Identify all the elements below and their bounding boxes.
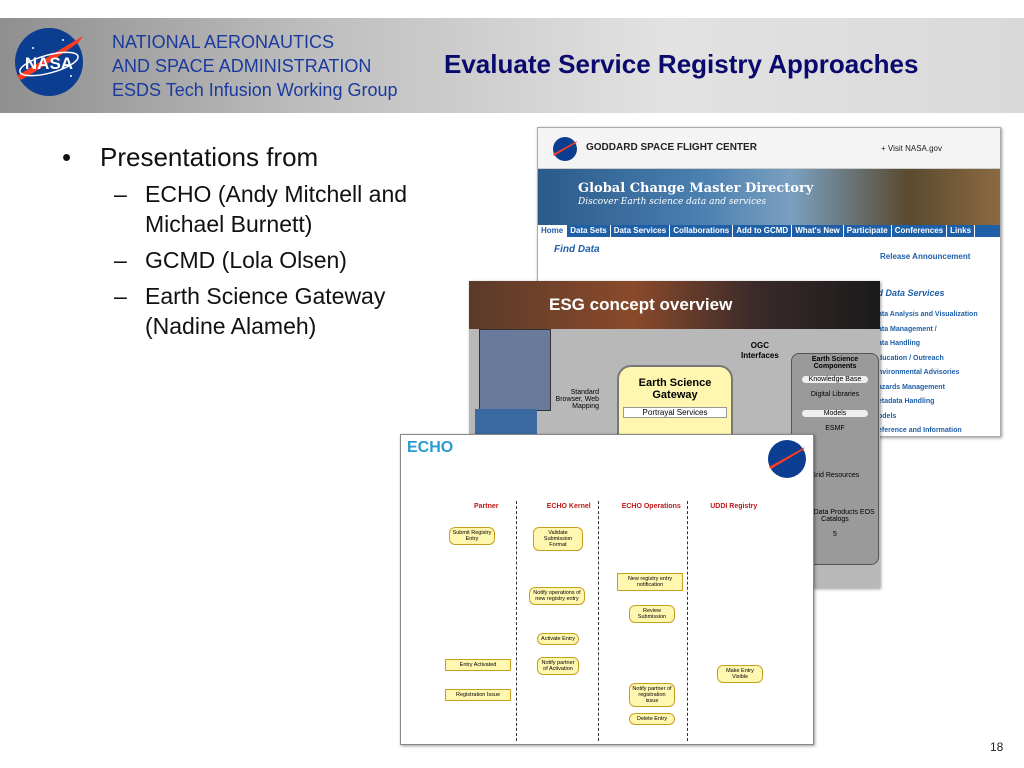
sub-bullet: –ECHO (Andy Mitchell and Michael Burnett… <box>114 181 408 237</box>
gcmd-service-link[interactable]: etadata Handling <box>878 398 935 405</box>
esg-ogc: OGC <box>750 341 770 350</box>
gcmd-nav-item[interactable]: Conferences <box>892 225 948 237</box>
gcmd-nav-item[interactable]: Home <box>538 225 568 237</box>
esg-gateway-label: Earth Science Gateway <box>638 377 712 401</box>
esg-portrayal: Portrayal Services <box>623 407 727 418</box>
org-line-2: AND SPACE ADMINISTRATION <box>112 56 372 76</box>
echo-box: Make Entry Visible <box>717 665 763 683</box>
gcmd-topbar: GODDARD SPACE FLIGHT CENTER + Visit NASA… <box>538 128 1000 169</box>
echo-box: Activate Entry <box>537 633 579 645</box>
esg-ogc-interfaces: Interfaces <box>741 351 779 360</box>
esg-page-number: 5 <box>833 531 837 538</box>
echo-box: Review Submission <box>629 605 675 623</box>
gcmd-data-services: nd Data Services <box>872 288 945 298</box>
gcmd-nav-item[interactable]: What's New <box>792 225 844 237</box>
echo-lane-divider <box>598 501 599 741</box>
gcmd-gsfc: GODDARD SPACE FLIGHT CENTER <box>586 142 757 153</box>
echo-lane-divider <box>516 501 517 741</box>
gcmd-nav: Home Data Sets Data Services Collaborati… <box>538 225 1000 237</box>
echo-box: New registry entry notification <box>617 573 683 591</box>
sub-bullet-text: GCMD (Lola Olsen) <box>145 247 347 273</box>
echo-box: Delete Entry <box>629 713 675 725</box>
esg-header: ESG concept overview <box>469 281 880 329</box>
gcmd-service-link[interactable]: ducation / Outreach <box>878 354 944 362</box>
gcmd-nav-item[interactable]: Data Services <box>611 225 671 237</box>
gcmd-service-link[interactable]: ata Analysis and Visualization <box>878 311 978 318</box>
echo-box: Registration Issue <box>445 689 511 701</box>
esg-component-item: ssion Data Products EOS Catalogs <box>795 509 875 523</box>
esg-components-title: Earth Science Components <box>811 356 859 370</box>
esg-browser-thumbnail <box>479 329 551 411</box>
sub-bullet: –Earth Science Gateway (Nadine Alameh) <box>114 283 386 339</box>
sub-bullet: –GCMD (Lola Olsen) <box>114 247 347 273</box>
gcmd-service-link[interactable]: azards Management <box>878 383 945 391</box>
gcmd-release[interactable]: Release Announcement <box>880 252 971 261</box>
esg-component-item: ESMF <box>825 425 845 432</box>
esg-component-item: Grid Resources <box>810 472 860 479</box>
echo-lane-divider <box>687 501 688 741</box>
echo-box: Notify partner of registration issue <box>629 683 675 707</box>
sub-bullet-text: Earth Science Gateway (Nadine Alameh) <box>145 283 386 339</box>
gcmd-service-link[interactable]: ata Handling <box>878 340 921 347</box>
header-band <box>0 18 1024 113</box>
echo-box: Validate Submission Format <box>533 527 583 551</box>
org-line-3: ESDS Tech Infusion Working Group <box>112 80 398 100</box>
gcmd-service-link[interactable]: odels <box>878 412 897 420</box>
echo-box: Notify operations of new registry entry <box>529 587 585 605</box>
gcmd-service-link[interactable]: ata Management / <box>878 325 937 333</box>
echo-screenshot: ECHO Partner ECHO Kernel ECHO Operations… <box>400 434 814 745</box>
slide-title: Evaluate Service Registry Approaches <box>444 49 919 79</box>
gcmd-nav-item[interactable]: Participate <box>844 225 892 237</box>
echo-swimlane-headers: Partner ECHO Kernel ECHO Operations UDDI… <box>445 503 775 510</box>
bullet-list: Presentations from –ECHO (Andy Mitchell … <box>62 142 462 347</box>
echo-box: Notify partner of Activation <box>537 657 579 675</box>
echo-box: Submit Registry Entry <box>449 527 495 545</box>
echo-col-header: ECHO Operations <box>621 503 681 510</box>
gcmd-nav-item[interactable]: Collaborations <box>670 225 734 237</box>
nasa-logo-icon: NASA <box>15 28 83 96</box>
gcmd-visit-link[interactable]: + Visit NASA.gov <box>881 144 942 153</box>
gcmd-services-list: ata Analysis and Visualization ata Manag… <box>878 308 978 436</box>
esg-standard-browser: Standard Browser, Web Mapping <box>555 389 599 410</box>
gcmd-find-data: Find Data <box>554 244 600 255</box>
nasa-logo-text: NASA <box>25 54 73 73</box>
echo-logo: ECHO <box>407 439 454 456</box>
gcmd-service-link[interactable]: nvironmental Advisories <box>878 369 960 376</box>
page-number: 18 <box>990 740 1004 754</box>
echo-col-header: ECHO Kernel <box>546 503 591 510</box>
esg-component-item: Digital Libraries <box>810 391 860 398</box>
echo-col-header: UDDI Registry <box>710 503 758 510</box>
gcmd-banner: Global Change Master Directory Discover … <box>538 169 1000 225</box>
nasa-logo-icon <box>553 137 577 161</box>
esg-component-item: Knowledge Base <box>802 376 868 383</box>
gcmd-title: Global Change Master Directory <box>578 181 814 196</box>
sub-bullet-text: ECHO (Andy Mitchell and Michael Burnett) <box>145 181 408 237</box>
gcmd-subtitle: Discover Earth science data and services <box>578 197 767 207</box>
nasa-logo-icon <box>768 440 806 478</box>
gcmd-service-link[interactable]: eference and Information <box>878 427 962 434</box>
esg-component-item: Models <box>802 410 868 417</box>
esg-title: ESG concept overview <box>549 295 733 314</box>
org-line-1: NATIONAL AERONAUTICS <box>112 32 335 52</box>
bullet-main: Presentations from <box>62 142 462 173</box>
gcmd-nav-item[interactable]: Data Sets <box>567 225 611 237</box>
echo-col-header: Partner <box>473 503 499 510</box>
gcmd-nav-item[interactable]: Add to GCMD <box>733 225 793 237</box>
gcmd-nav-item[interactable]: Links <box>947 225 976 237</box>
org-name: NATIONAL AERONAUTICS AND SPACE ADMINISTR… <box>112 30 397 102</box>
echo-box: Entry Activated <box>445 659 511 671</box>
